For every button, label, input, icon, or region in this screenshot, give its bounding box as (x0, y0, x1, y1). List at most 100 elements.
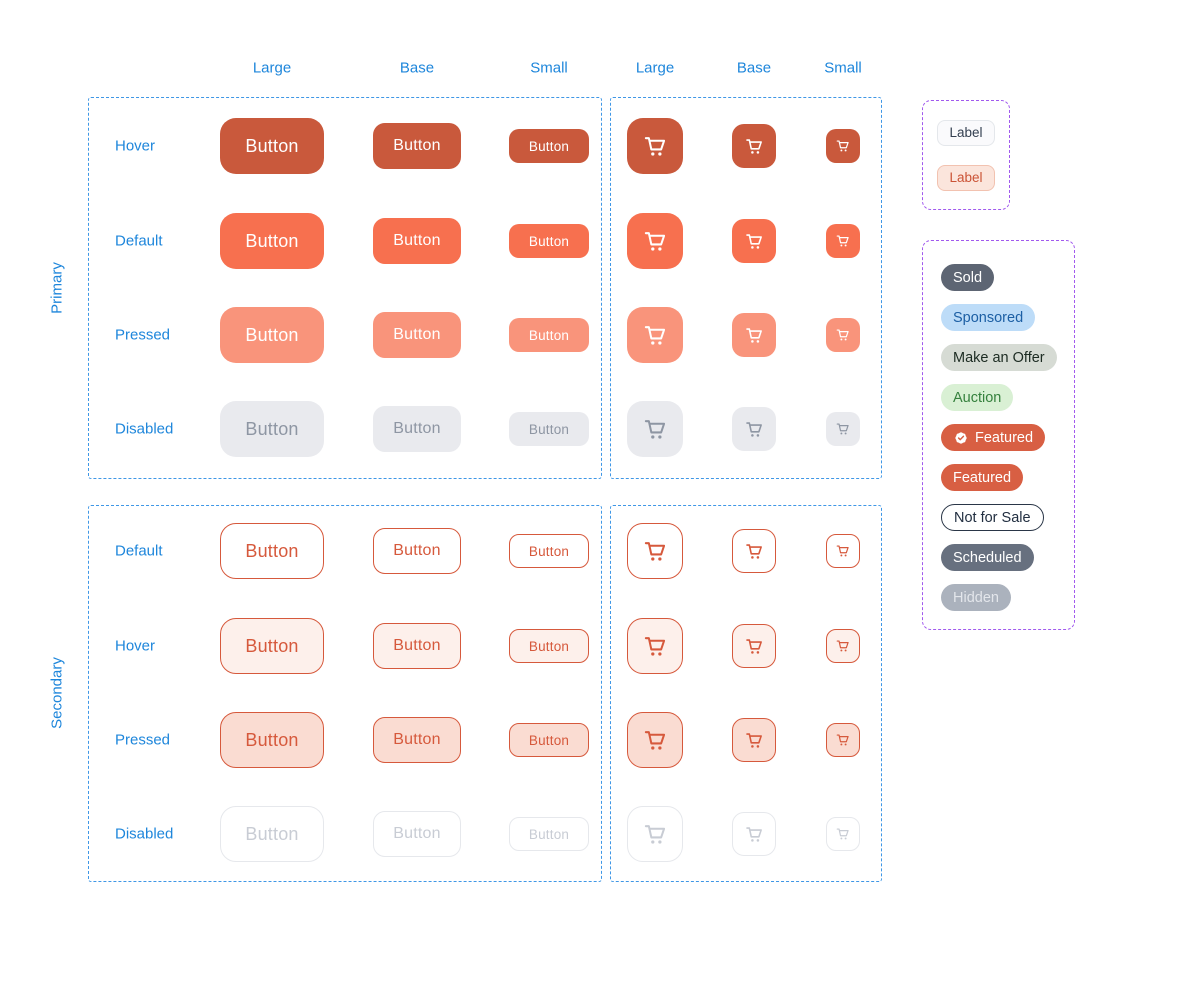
secondary-default-large-button[interactable]: Button (220, 523, 324, 579)
label-chip-neutral: Label (937, 119, 995, 146)
secondary-pressed-small-button[interactable]: Button (509, 723, 589, 757)
secondary-hover-large-button[interactable]: Button (220, 618, 324, 674)
secondary-default-base-icon-button[interactable] (732, 529, 776, 573)
column-header-text-large: Large (252, 59, 292, 77)
primary-disabled-large-button[interactable]: Button (220, 401, 324, 457)
secondary-pressed-small-icon-button[interactable] (826, 723, 860, 757)
primary-disabled-base-button[interactable]: Button (373, 406, 461, 452)
primary-default-small-button[interactable]: Button (509, 224, 589, 258)
primary-icon-buttons-group (610, 97, 882, 479)
status-badge-label: Not for Sale (954, 509, 1031, 526)
secondary-pressed-large-icon-button[interactable] (627, 712, 683, 768)
shopping-cart-icon (836, 828, 849, 840)
secondary-disabled-base-icon-button[interactable] (732, 812, 776, 856)
status-badge-sponsored: Sponsored (941, 304, 1036, 331)
shopping-cart-icon (745, 233, 762, 249)
status-badge-make-an-offer: Make an Offer (941, 344, 1057, 371)
shopping-cart-icon (745, 327, 762, 343)
shopping-cart-icon (836, 140, 849, 152)
primary-hover-large-icon-button[interactable] (627, 118, 683, 174)
primary-hover-small-button[interactable]: Button (509, 129, 589, 163)
shopping-cart-icon (745, 543, 762, 559)
primary-pressed-large-button[interactable]: Button (220, 307, 324, 363)
secondary-hover-base-icon-button[interactable] (732, 624, 776, 668)
primary-hover-base-button[interactable]: Button (373, 123, 461, 169)
primary-disabled-base-icon-button[interactable] (732, 407, 776, 451)
shopping-cart-icon (836, 640, 849, 652)
secondary-pressed-large-button[interactable]: Button (220, 712, 324, 768)
primary-text-buttons-group (88, 97, 602, 479)
secondary-disabled-large-icon-button[interactable] (627, 806, 683, 862)
row-label-primary-disabled: Disabled (115, 420, 174, 438)
row-label-secondary-default: Default (115, 542, 163, 560)
status-badge-label: Make an Offer (953, 349, 1045, 366)
shopping-cart-icon (644, 419, 665, 439)
status-badge-label: Scheduled (953, 549, 1022, 566)
secondary-disabled-small-icon-button[interactable] (826, 817, 860, 851)
secondary-default-small-button[interactable]: Button (509, 534, 589, 568)
primary-pressed-small-button[interactable]: Button (509, 318, 589, 352)
secondary-hover-large-icon-button[interactable] (627, 618, 683, 674)
secondary-hover-base-button[interactable]: Button (373, 623, 461, 669)
status-badge-not-for-sale: Not for Sale (941, 504, 1044, 531)
shopping-cart-icon (836, 329, 849, 341)
status-badge-label: Sold (953, 269, 983, 286)
secondary-hover-small-button[interactable]: Button (509, 629, 589, 663)
secondary-pressed-base-button[interactable]: Button (373, 717, 461, 763)
secondary-pressed-base-icon-button[interactable] (732, 718, 776, 762)
status-badge-featured: Featured (941, 424, 1046, 451)
shopping-cart-icon (745, 826, 762, 842)
column-header-icon-base: Base (736, 59, 772, 77)
shopping-cart-icon (644, 231, 665, 251)
primary-default-large-icon-button[interactable] (627, 213, 683, 269)
primary-default-base-button[interactable]: Button (373, 218, 461, 264)
secondary-disabled-large-button[interactable]: Button (220, 806, 324, 862)
secondary-default-large-icon-button[interactable] (627, 523, 683, 579)
secondary-default-small-icon-button[interactable] (826, 534, 860, 568)
shopping-cart-icon (644, 730, 665, 750)
status-badge-scheduled: Scheduled (941, 544, 1034, 571)
shopping-cart-icon (745, 732, 762, 748)
secondary-disabled-small-button[interactable]: Button (509, 817, 589, 851)
secondary-default-base-button[interactable]: Button (373, 528, 461, 574)
status-badge-label: Featured (953, 469, 1012, 486)
column-header-icon-large: Large (635, 59, 675, 77)
primary-hover-base-icon-button[interactable] (732, 124, 776, 168)
section-label-primary: Primary (48, 262, 66, 314)
secondary-hover-small-icon-button[interactable] (826, 629, 860, 663)
primary-disabled-small-icon-button[interactable] (826, 412, 860, 446)
status-badge-sold: Sold (941, 264, 995, 291)
primary-pressed-large-icon-button[interactable] (627, 307, 683, 363)
primary-default-base-icon-button[interactable] (732, 219, 776, 263)
shopping-cart-icon (644, 541, 665, 561)
primary-disabled-small-button[interactable]: Button (509, 412, 589, 446)
primary-pressed-base-button[interactable]: Button (373, 312, 461, 358)
status-badge-label: Featured (975, 429, 1034, 446)
secondary-disabled-base-button[interactable]: Button (373, 811, 461, 857)
shopping-cart-icon (836, 423, 849, 435)
column-header-text-base: Base (399, 59, 435, 77)
label-chip-accent: Label (937, 164, 995, 191)
primary-default-large-button[interactable]: Button (220, 213, 324, 269)
shopping-cart-icon (745, 638, 762, 654)
status-badge-label: Auction (953, 389, 1002, 406)
shopping-cart-icon (836, 235, 849, 247)
row-label-primary-hover: Hover (115, 137, 156, 155)
status-badge-auction: Auction (941, 384, 1014, 411)
row-label-primary-default: Default (115, 232, 163, 250)
primary-default-small-icon-button[interactable] (826, 224, 860, 258)
status-badge-label: Hidden (953, 589, 999, 606)
primary-pressed-base-icon-button[interactable] (732, 313, 776, 357)
column-header-text-small: Small (530, 59, 568, 77)
section-label-secondary: Secondary (48, 657, 66, 729)
row-label-secondary-hover: Hover (115, 637, 156, 655)
primary-disabled-large-icon-button[interactable] (627, 401, 683, 457)
primary-hover-large-button[interactable]: Button (220, 118, 324, 174)
status-badge-label: Sponsored (953, 309, 1024, 326)
primary-hover-small-icon-button[interactable] (826, 129, 860, 163)
shopping-cart-icon (644, 136, 665, 156)
shopping-cart-icon (745, 421, 762, 437)
primary-pressed-small-icon-button[interactable] (826, 318, 860, 352)
